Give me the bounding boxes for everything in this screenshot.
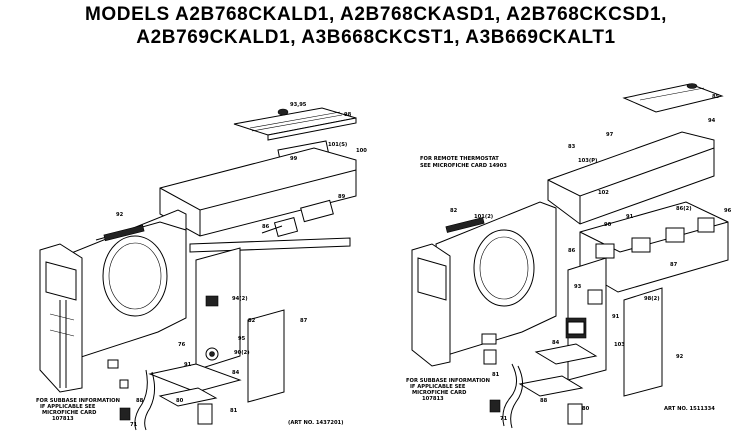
part-label: 84 [552,340,560,346]
part-label: 101(2) [474,214,493,220]
right-base-tray [534,343,598,365]
part-label: 87 [300,318,308,324]
part-label: 101(S) [328,142,347,148]
right-fan-opening [473,229,535,307]
part-label: 80 [582,406,590,412]
part-label: 103 [614,342,625,348]
right-lower-relay [481,333,497,345]
part-label: 94(2) [232,296,248,302]
part-label: 83 [568,144,576,150]
right-assembly [411,83,729,429]
part-label: 81 [230,408,238,414]
part-label: 90 [604,222,612,228]
left-assembly [39,107,357,431]
svg-text:SEE MICROFICHE CARD 14903: SEE MICROFICHE CARD 14903 [420,163,507,169]
part-label: 103(P) [578,158,597,164]
left-art-number: (ART NO. 1437201) [288,420,344,426]
part-label: 94 [708,118,716,124]
svg-text:107813: 107813 [52,416,74,422]
diagram-title-line-1: MODELS A2B768CKALD1, A2B768CKASD1, A2B76… [84,4,668,25]
svg-text:107813: 107813 [422,396,444,402]
svg-text:MICROFICHE CARD: MICROFICHE CARD [412,390,467,396]
part-label: 92 [676,354,684,360]
left-fan-opening [102,235,168,317]
part-label: 81 [492,372,500,378]
part-label: 91 [612,314,620,320]
left-plug [119,407,131,421]
part-label: 80 [176,398,184,404]
part-label: 82 [248,318,256,324]
svg-text:MICROFICHE CARD: MICROFICHE CARD [42,410,97,416]
right-part-labels: 85 94 97 83 103(P) 102 101(2) 91 90 86(2… [450,94,732,422]
left-frame [195,247,241,371]
left-terminal-block [300,199,334,223]
part-label: 90(2) [234,350,250,356]
left-part-labels: 93,95 98 101(S) 99 100 89 86 92 94(2) 82… [116,102,367,428]
part-label: 93,95 [290,102,307,108]
left-capacitor [205,295,219,307]
right-power-cord [502,363,517,427]
part-label: 88 [540,398,548,404]
note-remote-thermostat: FOR REMOTE THERMOSTAT SEE MICROFICHE CAR… [420,156,507,169]
part-label: 82 [450,208,458,214]
left-rail [189,237,351,253]
part-label: 84 [232,370,240,376]
svg-text:IF APPLICABLE SEE: IF APPLICABLE SEE [410,384,466,390]
part-label: 91 [626,214,634,220]
part-label: 96 [724,208,732,214]
right-relay [587,289,603,305]
part-label: 102 [598,190,609,196]
part-label: 89 [338,194,346,200]
part-label: 86 [568,248,576,254]
part-label: 100 [356,148,367,154]
note-left-subbase: FOR SUBBASE INFORMATION IF APPLICABLE SE… [36,398,120,422]
part-label: 98 [344,112,352,118]
left-access-panel [247,309,285,403]
left-top-shell [159,147,357,237]
note-right-subbase: FOR SUBBASE INFORMATION IF APPLICABLE SE… [406,378,490,402]
svg-text:FOR SUBBASE INFORMATION: FOR SUBBASE INFORMATION [36,398,120,404]
svg-text:FOR REMOTE THERMOSTAT: FOR REMOTE THERMOSTAT [420,156,499,162]
part-label: 76 [178,342,186,348]
part-label: 93 [574,284,582,290]
left-switch [197,403,213,425]
part-label: 85 [712,94,720,100]
part-label: 88 [136,398,144,404]
part-label: 86(2) [676,206,692,212]
right-art-number: ART NO. 1511334 [664,406,715,412]
diagram-title-line-2: A2B769CKALD1, A3B668CKCST1, A3B669CKALT1 [136,27,616,48]
part-label: 95 [238,336,246,342]
part-label: 91 [184,362,192,368]
part-label: 99 [290,156,298,162]
part-label: 87 [670,262,678,268]
svg-text:IF APPLICABLE SEE: IF APPLICABLE SEE [40,404,96,410]
svg-text:FOR SUBBASE INFORMATION: FOR SUBBASE INFORMATION [406,378,490,384]
right-top-plate [622,83,724,113]
part-label: 71 [130,422,138,428]
part-label: 86 [262,224,270,230]
part-label: 98(2) [644,296,660,302]
left-power-cord [134,369,148,431]
part-label: 92 [116,212,124,218]
part-label: 97 [606,132,614,138]
right-switch [567,403,583,425]
left-base-tray [148,363,242,393]
right-access-panel [623,287,663,397]
part-label: 71 [500,416,508,422]
right-plug [489,399,501,413]
